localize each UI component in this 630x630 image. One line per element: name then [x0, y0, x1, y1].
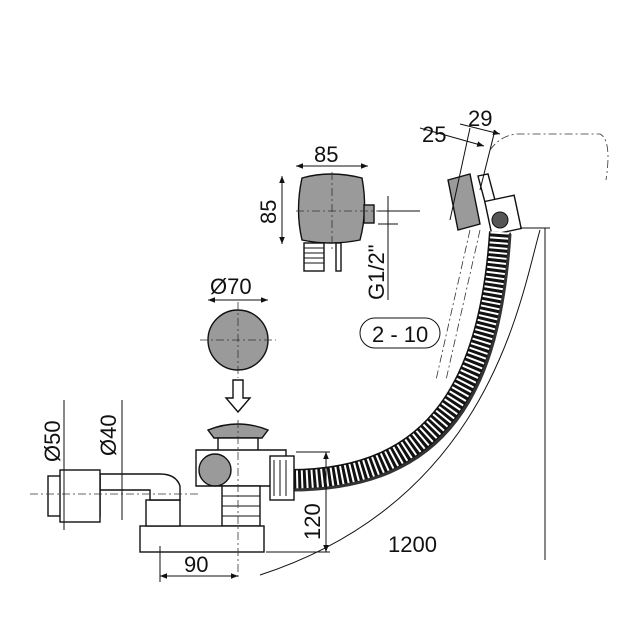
- wall-range-badge: [359, 317, 441, 349]
- waste-body: [30, 420, 295, 580]
- dimensions-bottom: 90 120 Ø50 Ø40: [40, 400, 330, 582]
- outlet-d50-label: Ø50: [40, 420, 65, 462]
- wall-range-label: 2 - 10: [372, 322, 428, 347]
- overflow-height-label: 85: [256, 200, 281, 224]
- overflow-unit: 85 85 G1/2": [256, 142, 420, 300]
- flexible-hose: 1200: [259, 227, 550, 576]
- hose-length-label: 1200: [388, 532, 437, 557]
- wall-overflow: 25 29 2 - 10: [359, 106, 609, 381]
- overflow-width-label: 85: [314, 142, 338, 167]
- dim-29-label: 29: [468, 106, 492, 131]
- offset-90-label: 90: [184, 552, 208, 577]
- height-120-label: 120: [300, 503, 325, 540]
- cap-diameter-label: Ø70: [210, 274, 252, 299]
- thread-label: G1/2": [364, 244, 389, 300]
- outlet-d40-label: Ø40: [96, 414, 121, 456]
- drain-cap: Ø70: [200, 274, 276, 414]
- dim-25-label: 25: [422, 122, 446, 147]
- arrow-down-icon: [224, 379, 252, 414]
